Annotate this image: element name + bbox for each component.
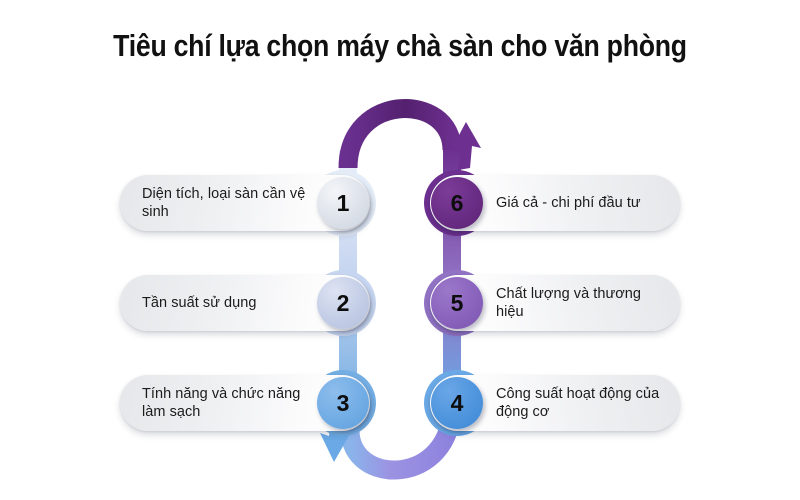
step-1-label: Diện tích, loại sàn cần vệ sinh: [142, 186, 306, 220]
step-1-number-badge: 1: [317, 177, 369, 229]
step-item-5[interactable]: Chất lượng và thương hiệu 5: [424, 264, 680, 342]
step-5-label: Chất lượng và thương hiệu: [496, 286, 642, 320]
step-item-3[interactable]: Tính năng và chức năng làm sạch 3: [120, 364, 376, 442]
step-item-4[interactable]: Công suất hoạt động của động cơ 4: [424, 364, 680, 442]
step-3-label: Tính năng và chức năng làm sạch: [142, 386, 301, 420]
step-2-label: Tần suất sử dụng: [142, 295, 257, 311]
step-5-number-badge: 5: [431, 277, 483, 329]
step-6-number-badge: 6: [431, 177, 483, 229]
top-arc-connector: [338, 99, 462, 169]
page-title: Tiêu chí lựa chọn máy chà sàn cho văn ph…: [113, 28, 687, 63]
step-4-label: Công suất hoạt động của động cơ: [496, 386, 660, 420]
step-item-6[interactable]: Giá cả - chi phí đầu tư 6: [424, 164, 680, 242]
bottom-arrow-head-icon: [320, 411, 351, 462]
step-item-1[interactable]: Diện tích, loại sàn cần vệ sinh 1: [120, 164, 376, 242]
step-2-number-badge: 2: [317, 277, 369, 329]
step-item-2[interactable]: Tần suất sử dụng 2: [120, 264, 376, 342]
step-3-number-badge: 3: [317, 377, 369, 429]
top-arrow-head-icon: [451, 122, 481, 170]
step-6-label: Giá cả - chi phí đầu tư: [496, 195, 641, 211]
step-4-number-badge: 4: [431, 377, 483, 429]
